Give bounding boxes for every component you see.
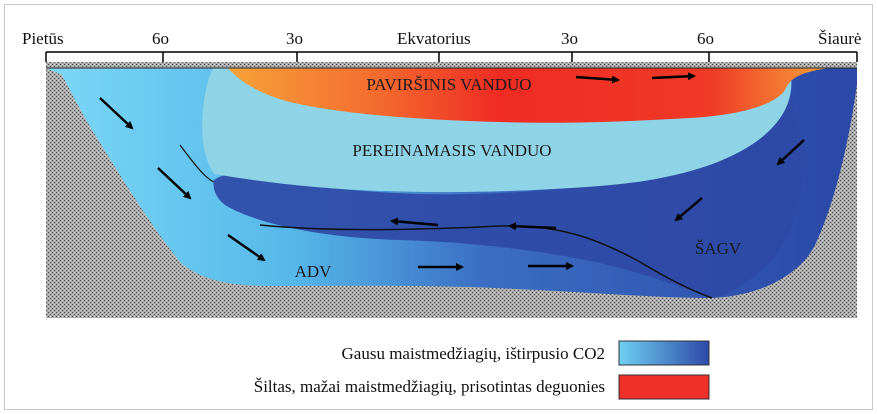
transitional-water-label: PEREINAMASIS VANDUO (352, 141, 551, 160)
antarctic-water-label: ADV (295, 262, 333, 281)
arrow-icon (157, 167, 192, 200)
arrow-icon (575, 75, 620, 84)
arrow-icon (390, 217, 439, 227)
flow-arrows (99, 72, 805, 271)
legend-warm-label: Šiltas, mažai maistmedžiagių, prisotinta… (253, 377, 605, 396)
surface-water (228, 68, 830, 123)
deep-water-band (213, 90, 806, 298)
warm-water-swatch (618, 374, 710, 400)
cold-water-swatch (618, 340, 710, 366)
axis-label-south-30: 3o (286, 29, 303, 48)
descending-branch-boundary (179, 144, 215, 183)
legend-cold-label: Gausu maistmedžiagių, ištirpusio CO2 (341, 344, 605, 363)
arrow-icon (651, 72, 696, 81)
axis-label-north-30: 3o (561, 29, 578, 48)
arrow-icon (99, 97, 134, 130)
figure-frame (4, 4, 873, 410)
axis-label-south: Pietūs (22, 29, 64, 48)
axis-label-north-60: 6o (697, 29, 714, 48)
axis-label-south-60: 6o (152, 29, 169, 48)
arrow-icon (674, 197, 703, 222)
north-atlantic-water-label: ŠAGV (695, 239, 742, 258)
latitude-axis (45, 51, 858, 62)
axis-label-equator: Ekvatorius (397, 29, 471, 48)
arrow-icon (508, 222, 557, 231)
arrow-icon (227, 234, 266, 262)
surface-water-label: PAVIRŠINIS VANDUO (366, 75, 531, 94)
axis-label-north: Šiaurė (818, 29, 862, 48)
arrow-icon (776, 139, 805, 166)
